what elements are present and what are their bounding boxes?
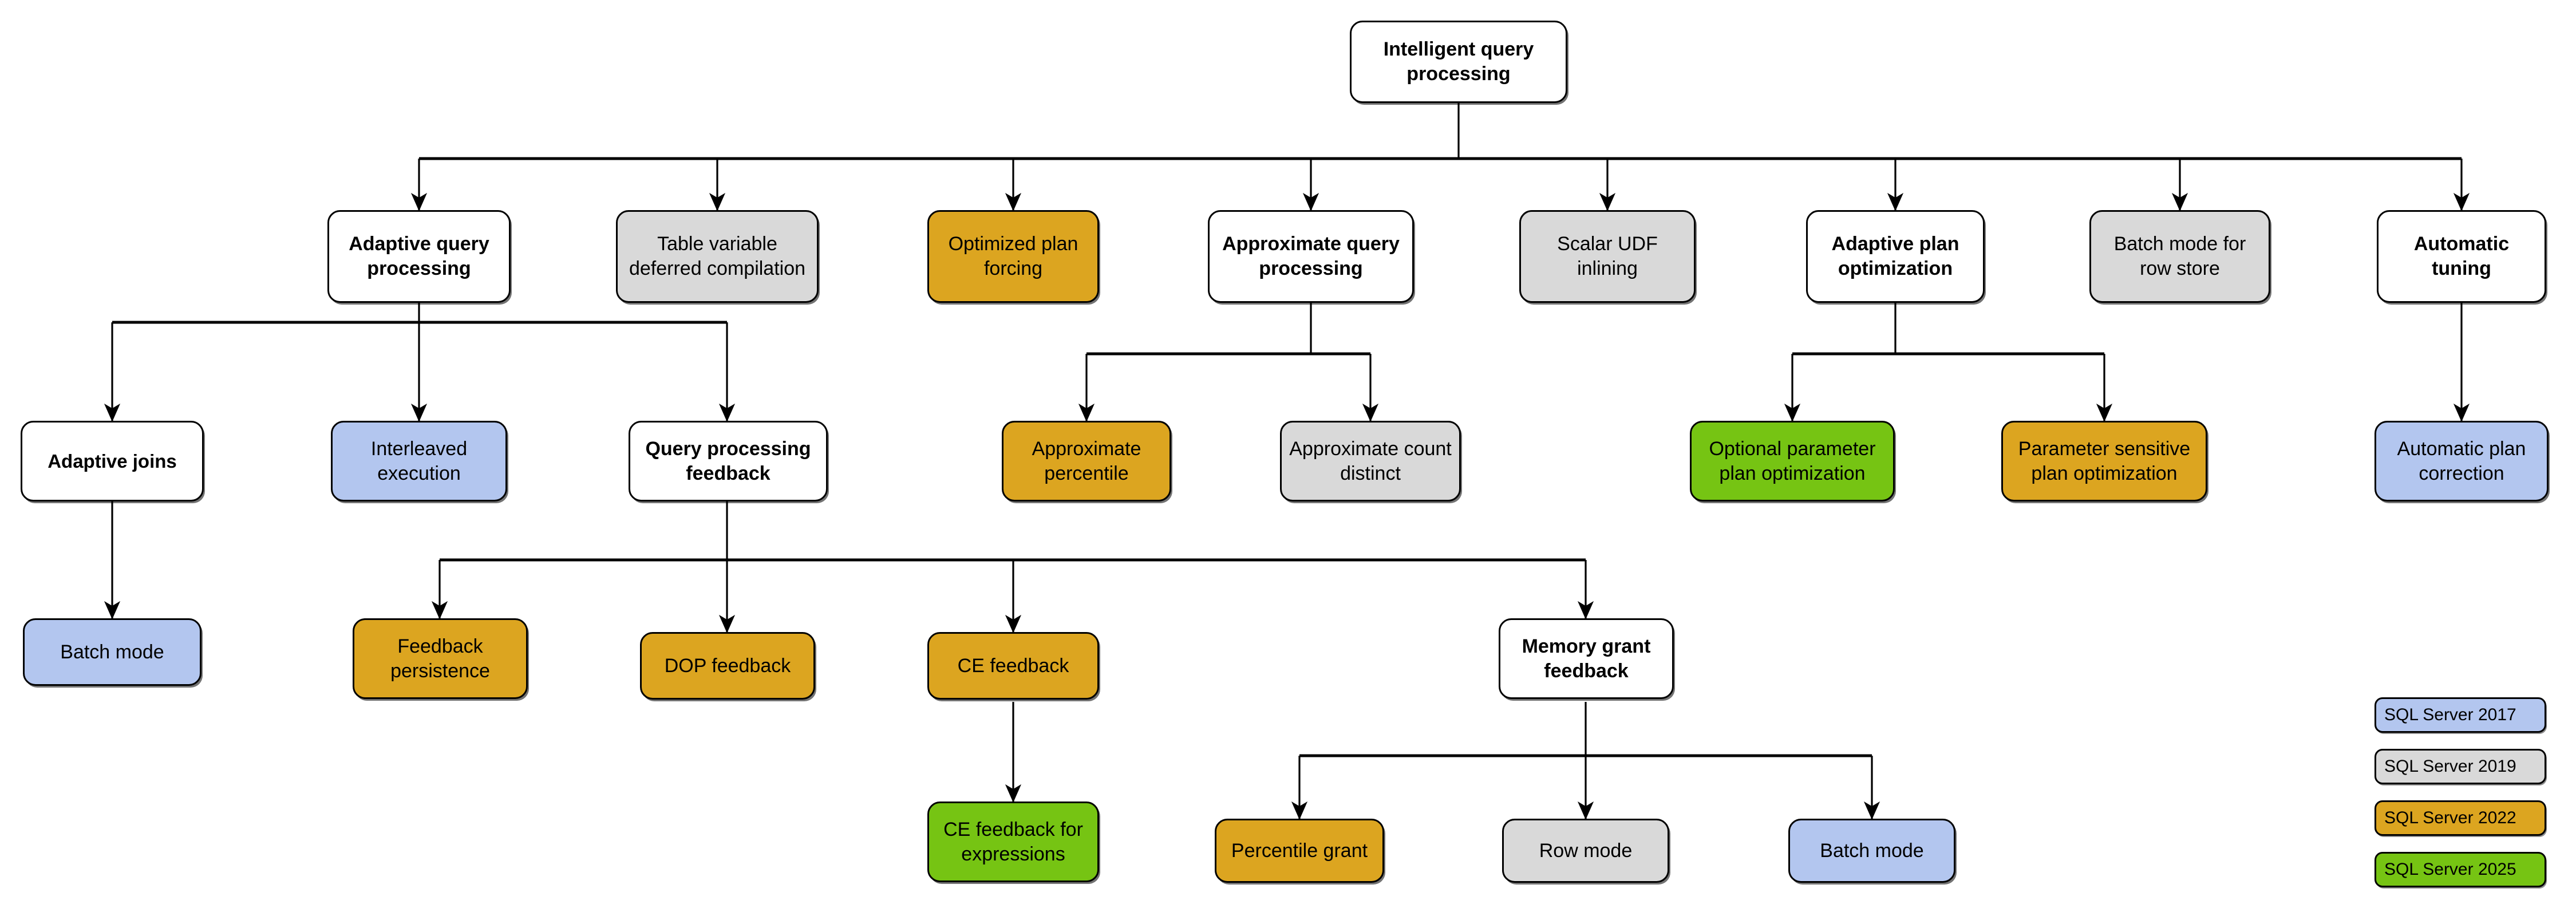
node-parameter-sensitive-plan-optimization[interactable]: Parameter sensitive plan optimization — [2001, 421, 2207, 502]
node-adaptive-plan-optimization[interactable]: Adaptive plan optimization — [1806, 210, 1985, 303]
node-label: Interleaved execution — [370, 437, 468, 484]
node-automatic-plan-correction[interactable]: Automatic plan correction — [2374, 421, 2549, 502]
node-dop-feedback[interactable]: DOP feedback — [640, 632, 815, 700]
legend-item-sql-server-2017[interactable]: SQL Server 2017 — [2374, 697, 2546, 733]
node-adaptive-query-processing[interactable]: Adaptive query processing — [327, 210, 511, 303]
node-label: Optional parameter plan optimization — [1709, 437, 1876, 484]
node-percentile-grant[interactable]: Percentile grant — [1215, 819, 1384, 883]
node-approximate-percentile[interactable]: Approximate percentile — [1002, 421, 1171, 502]
node-label: DOP feedback — [664, 654, 791, 677]
node-label: Memory grant feedback — [1522, 635, 1651, 682]
node-automatic-tuning[interactable]: Automatic tuning — [2377, 210, 2546, 303]
node-label: CE feedback for expressions — [943, 818, 1083, 865]
node-optional-parameter-plan-optimization[interactable]: Optional parameter plan optimization — [1690, 421, 1895, 502]
node-label: Batch mode — [1820, 839, 1924, 862]
node-label: Row mode — [1539, 839, 1633, 862]
node-feedback-persistence[interactable]: Feedback persistence — [353, 618, 528, 699]
node-batch-mode-memory-grant[interactable]: Batch mode — [1788, 819, 1955, 883]
node-label: Intelligent query processing — [1383, 38, 1534, 85]
node-label: Approximate percentile — [1032, 437, 1141, 484]
legend-item-sql-server-2019[interactable]: SQL Server 2019 — [2374, 749, 2546, 784]
node-batch-mode-adaptive-joins[interactable]: Batch mode — [23, 618, 202, 686]
node-label: Adaptive plan optimization — [1831, 233, 1959, 279]
node-label: Automatic tuning — [2413, 233, 2510, 279]
node-scalar-udf-inlining[interactable]: Scalar UDF inlining — [1519, 210, 1696, 303]
node-label: Batch mode for row store — [2113, 233, 2246, 279]
node-label: Percentile grant — [1231, 839, 1368, 862]
node-optimized-plan-forcing[interactable]: Optimized plan forcing — [927, 210, 1099, 303]
node-row-mode[interactable]: Row mode — [1502, 819, 1669, 883]
node-label: Approximate query processing — [1222, 233, 1400, 279]
node-label: Parameter sensitive plan optimization — [2018, 437, 2191, 484]
node-approximate-count-distinct[interactable]: Approximate count distinct — [1280, 421, 1461, 502]
legend-label: SQL Server 2022 — [2384, 808, 2516, 827]
legend-label: SQL Server 2017 — [2384, 705, 2516, 724]
node-label: Feedback persistence — [390, 635, 490, 682]
node-label: Optimized plan forcing — [948, 233, 1078, 279]
node-label: Scalar UDF inlining — [1557, 233, 1658, 279]
node-query-processing-feedback[interactable]: Query processing feedback — [629, 421, 828, 502]
legend-label: SQL Server 2019 — [2384, 757, 2516, 776]
node-label: Batch mode — [60, 641, 164, 663]
node-label: Automatic plan correction — [2397, 437, 2526, 484]
node-label: Approximate count distinct — [1289, 437, 1452, 484]
node-label: Adaptive joins — [48, 450, 177, 472]
node-ce-feedback-for-expressions[interactable]: CE feedback for expressions — [927, 802, 1099, 882]
node-table-variable-deferred-compilation[interactable]: Table variable deferred compilation — [616, 210, 819, 303]
node-label: Query processing feedback — [645, 437, 811, 484]
node-intelligent-query-processing[interactable]: Intelligent query processing — [1350, 21, 1567, 103]
node-label: Adaptive query processing — [349, 233, 489, 279]
node-batch-mode-for-row-store[interactable]: Batch mode for row store — [2089, 210, 2270, 303]
legend-item-sql-server-2022[interactable]: SQL Server 2022 — [2374, 800, 2546, 836]
node-approximate-query-processing[interactable]: Approximate query processing — [1208, 210, 1414, 303]
node-memory-grant-feedback[interactable]: Memory grant feedback — [1499, 618, 1674, 699]
node-ce-feedback[interactable]: CE feedback — [927, 632, 1099, 700]
legend-label: SQL Server 2025 — [2384, 860, 2516, 879]
node-adaptive-joins[interactable]: Adaptive joins — [21, 421, 204, 502]
node-interleaved-execution[interactable]: Interleaved execution — [331, 421, 507, 502]
legend-item-sql-server-2025[interactable]: SQL Server 2025 — [2374, 852, 2546, 887]
node-label: Table variable deferred compilation — [629, 233, 806, 279]
node-label: CE feedback — [957, 654, 1069, 677]
